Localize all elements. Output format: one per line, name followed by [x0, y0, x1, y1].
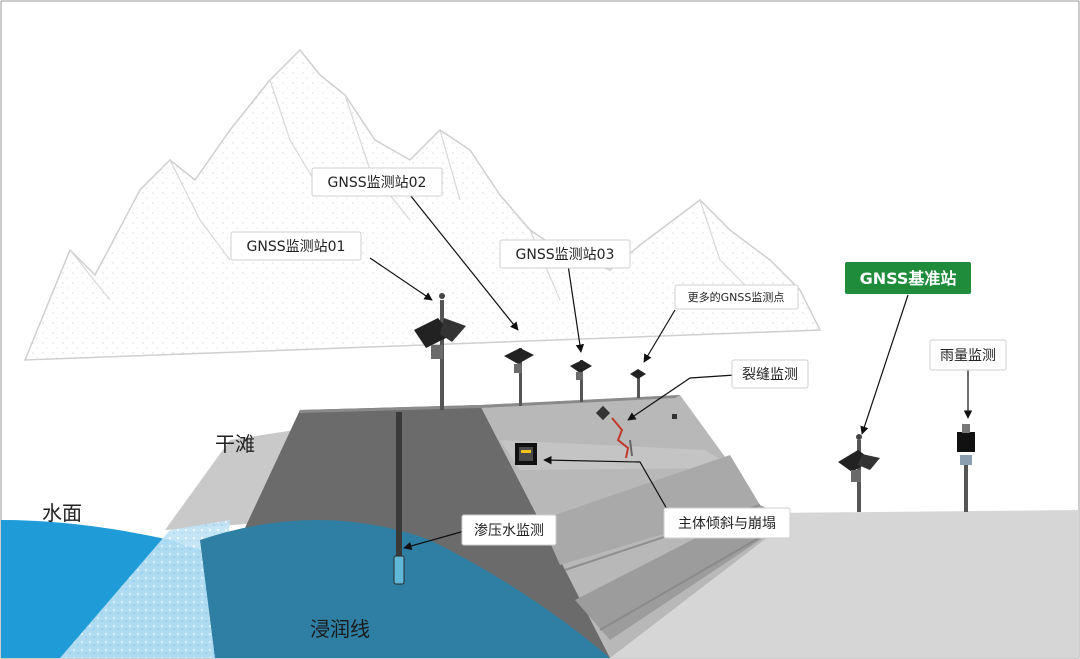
solar-panel-icon — [570, 360, 592, 373]
callout-crack: 裂缝监测 — [731, 359, 809, 389]
gnss-station-01 — [414, 293, 466, 410]
piezometer-icon — [393, 412, 405, 585]
callout-tilt-label: 主体倾斜与崩塌 — [678, 516, 776, 532]
callout-gnss03: GNSS监测站03 — [499, 239, 631, 269]
gnss-antenna-icon — [856, 434, 862, 440]
callout-tilt: 主体倾斜与崩塌 — [663, 507, 791, 539]
crack-meter-icon — [595, 405, 677, 459]
callout-rain-label: 雨量监测 — [940, 348, 996, 364]
leader-lines — [369, 194, 973, 550]
dam-crest — [300, 395, 680, 413]
solar-panel-icon — [414, 318, 466, 348]
callout-more-gnss-label: 更多的GNSS监测点 — [688, 290, 785, 304]
gnss-antenna-icon — [439, 293, 445, 299]
callout-base-station: GNSS基准站 — [845, 262, 971, 294]
callout-gnss02-label: GNSS监测站02 — [328, 175, 427, 191]
more-gnss-point — [630, 369, 646, 398]
callout-seepage-label: 渗压水监测 — [474, 523, 544, 539]
callout-gnss01: GNSS监测站01 — [230, 231, 362, 261]
solar-panel-icon — [504, 348, 534, 364]
gnss-station-03 — [570, 360, 592, 402]
beach-speckle — [60, 520, 230, 658]
seepage-zone — [200, 520, 610, 658]
gnss-base-station — [838, 434, 880, 512]
callout-gnss03-label: GNSS监测站03 — [516, 247, 615, 263]
phreatic-line-label: 浸润线 — [310, 617, 370, 641]
callout-gnss01-label: GNSS监测站01 — [247, 239, 346, 255]
rain-gauge-icon — [957, 424, 975, 512]
tilt-sensor-icon — [515, 443, 537, 465]
callout-more-gnss: 更多的GNSS监测点 — [674, 284, 799, 310]
callout-rain: 雨量监测 — [929, 339, 1007, 371]
callout-seepage: 渗压水监测 — [461, 514, 557, 546]
callout-crack-label: 裂缝监测 — [742, 367, 798, 383]
callout-gnss02: GNSS监测站02 — [311, 167, 443, 197]
gnss-station-02 — [504, 348, 534, 406]
callout-base-station-label: GNSS基准站 — [860, 269, 957, 288]
dry-beach-label: 干滩 — [215, 432, 255, 456]
water-surface-label: 水面 — [42, 501, 82, 525]
